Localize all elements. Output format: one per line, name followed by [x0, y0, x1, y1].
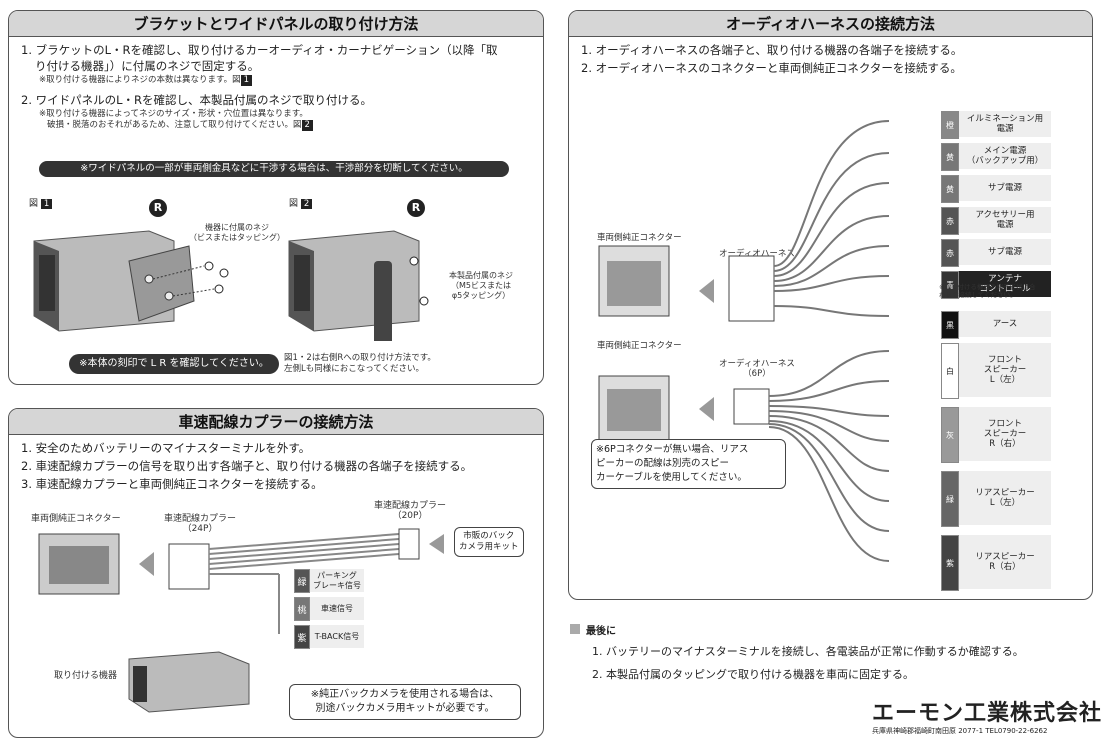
audio-wire-row: 白フロント スピーカー L（左） [941, 343, 1051, 399]
wire-label: アンテナ コントロール [959, 271, 1051, 297]
wire-label: T-BACK信号 [310, 625, 364, 649]
speed-wire-row: 緑 パーキング ブレーキ信号 [294, 569, 364, 593]
screw2-label: 本製品付属のネジ （M5ビスまたは φ5タッピング） [449, 271, 513, 300]
fig2-text: 図 [289, 199, 299, 209]
label-backcam-kit: 市販のバック カメラ用キット [454, 527, 524, 557]
label-vehicle-connector-6p: 車両側純正コネクター [597, 341, 682, 351]
audio-wire-row: 赤サブ電源 [941, 239, 1051, 267]
wire-color-badge: 白 [941, 343, 959, 399]
audio-title: オーディオハーネスの接続方法 [569, 11, 1092, 37]
speed-wire-row: 紫 T-BACK信号 [294, 625, 364, 649]
audio-wire-row: 橙イルミネーション用 電源 [941, 111, 1051, 139]
device-illustration [128, 651, 250, 713]
speed-note: ※純正バックカメラを使用される場合は、 別途バックカメラ用キットが必要です。 [289, 684, 521, 720]
speed-step3: 3. 車速配線カプラーと車両側純正コネクターを接続する。 [21, 477, 323, 491]
wire-color-badge: 橙 [941, 111, 959, 139]
fig-badge-2: 2 [301, 120, 313, 131]
final-bullet-icon [570, 624, 580, 634]
fig1-text: 図 [29, 199, 39, 209]
audio-wire-row: 灰フロント スピーカー R（右） [941, 407, 1051, 463]
company-name: エーモン工業株式会社 [872, 701, 1103, 726]
label-harness-6p: オーディオハーネス （6P） [719, 359, 795, 379]
wire-color-badge: 黒 [941, 311, 959, 339]
label-coupler-20p: 車速配線カプラー （20P） [374, 501, 447, 521]
bracket-step1: 1. ブラケットのL・Rを確認し、取り付けるカーオーディオ・カーナビゲーション（… [21, 43, 498, 57]
audio-panel: オーディオハーネスの接続方法 1. オーディオハーネスの各端子と、取り付ける機器… [568, 10, 1093, 600]
wire-label: メイン電源 （バックアップ用） [959, 143, 1051, 169]
wire-color-badge: 青 [941, 271, 959, 299]
fig2-num: 2 [300, 199, 313, 209]
label-vehicle-connector-10p: 車両側純正コネクター [597, 233, 682, 243]
wire-label: 車速信号 [310, 597, 364, 621]
final-title: 最後に [586, 626, 616, 637]
wire-color-badge: 桃 [294, 597, 310, 621]
wire-color-badge: 赤 [941, 239, 959, 267]
wire-label: パーキング ブレーキ信号 [310, 569, 364, 593]
audio-wire-row: 赤アクセサリー用 電源 [941, 207, 1051, 235]
audio-step1: 1. オーディオハーネスの各端子と、取り付ける機器の各端子を接続する。 [581, 43, 963, 57]
wire-label: リアスピーカー R（右） [959, 535, 1051, 589]
wire-label: サブ電源 [959, 175, 1051, 201]
audio-step2: 2. オーディオハーネスのコネクターと車両側純正コネクターを接続する。 [581, 61, 962, 75]
company-address: 兵庫県神崎郡福崎町南田原 2077-1 TEL0790-22-6262 [872, 727, 1048, 735]
note-6p: ※6Pコネクターが無い場合、リアス ピーカーの配線は別売のスピー カーケーブルを… [591, 439, 786, 489]
bracket-step1b: り付ける機器」）に付属のネジで固定する。 [35, 59, 260, 73]
audio-wiring-diagram [598, 120, 890, 562]
wire-color-badge: 黄 [941, 143, 959, 171]
audio-wire-row: 黒アース [941, 311, 1051, 339]
bracket-step2: 2. ワイドパネルのL・Rを確認し、本製品付属のネジで取り付ける。 [21, 93, 373, 107]
wire-label: リアスピーカー L（左） [959, 471, 1051, 525]
label-coupler-24p: 車速配線カプラー （24P） [164, 514, 237, 534]
fig1-num: 1 [40, 199, 53, 209]
audio-wire-row: 黄サブ電源 [941, 175, 1051, 203]
wire-label: イルミネーション用 電源 [959, 111, 1051, 137]
wire-color-badge: 緑 [294, 569, 310, 593]
final-heading: 最後に [570, 622, 616, 637]
wire-color-badge: 緑 [941, 471, 959, 527]
speed-wiring-diagram [38, 528, 444, 634]
bracket-title: ブラケットとワイドパネルの取り付け方法 [9, 11, 543, 37]
wire-color-badge: 黄 [941, 175, 959, 203]
bracket-note2b: 破損・脱落のおそれがあるため、注意して取り付けてください。図 [47, 120, 302, 130]
wire-color-badge: 灰 [941, 407, 959, 463]
engraving-pill: ※本体の刻印で L R を確認してください。 [69, 354, 279, 374]
speed-step2: 2. 車速配線カプラーの信号を取り出す各端子と、取り付ける機器の各端子を接続する… [21, 459, 473, 473]
speed-panel: 車速配線カプラーの接続方法 1. 安全のためバッテリーのマイナスターミナルを外す… [8, 408, 544, 738]
fig1-label: 図 1 [29, 196, 53, 209]
wire-label: サブ電源 [959, 239, 1051, 265]
screw-label: 機器に付属のネジ （ビスまたはタッピング） [189, 223, 285, 242]
wire-color-badge: 紫 [294, 625, 310, 649]
audio-wire-row: 緑リアスピーカー L（左） [941, 471, 1051, 527]
label-vehicle-connector: 車両側純正コネクター [31, 514, 121, 524]
antenna-note: ※取り付ける機器の端子形状に合 わせて接続してください。 [939, 283, 1036, 299]
speed-step1: 1. 安全のためバッテリーのマイナスターミナルを外す。 [21, 441, 311, 455]
wire-label: アクセサリー用 電源 [959, 207, 1051, 233]
wire-label: フロント スピーカー L（左） [959, 343, 1051, 397]
wire-label: アース [959, 311, 1051, 337]
fig2-label: 図 2 [289, 196, 313, 209]
figure1-illustration [33, 230, 229, 332]
speed-wire-row: 桃 車速信号 [294, 597, 364, 621]
wire-label: フロント スピーカー R（右） [959, 407, 1051, 461]
final-step2: 2. 本製品付属のタッピングで取り付ける機器を車両に固定する。 [592, 668, 914, 681]
bracket-note2a: ※取り付ける機器によってネジのサイズ・形状・穴位置は異なります。 [39, 109, 308, 119]
bracket-note1: ※取り付ける機器によりネジの本数は異なります。図 [39, 75, 241, 85]
audio-wire-row: 紫リアスピーカー R（右） [941, 535, 1051, 591]
audio-wire-row: 黄メイン電源 （バックアップ用） [941, 143, 1051, 171]
r-mark-1: R [149, 199, 167, 217]
bracket-panel: ブラケットとワイドパネルの取り付け方法 1. ブラケットのL・Rを確認し、取り付… [8, 10, 544, 385]
r-mark-2: R [407, 199, 425, 217]
audio-wire-row: 青アンテナ コントロール [941, 271, 1051, 299]
fig-badge-1: 1 [240, 75, 253, 86]
figure-note: 図1・2は右側Rへの取り付け方法です。 左側Lも同様におこなってください。 [284, 353, 436, 374]
label-device: 取り付ける機器 [54, 671, 118, 681]
wire-color-badge: 赤 [941, 207, 959, 235]
final-step1: 1. バッテリーのマイナスターミナルを接続し、各電装品が正常に作動するか確認する… [592, 645, 1024, 658]
bracket-warn: ※ワイドパネルの一部が車両側金具などに干渉する場合は、干渉部分を切断してください… [39, 161, 509, 177]
figure2-illustration [288, 230, 429, 341]
wire-color-badge: 紫 [941, 535, 959, 591]
speed-title: 車速配線カプラーの接続方法 [9, 409, 543, 435]
